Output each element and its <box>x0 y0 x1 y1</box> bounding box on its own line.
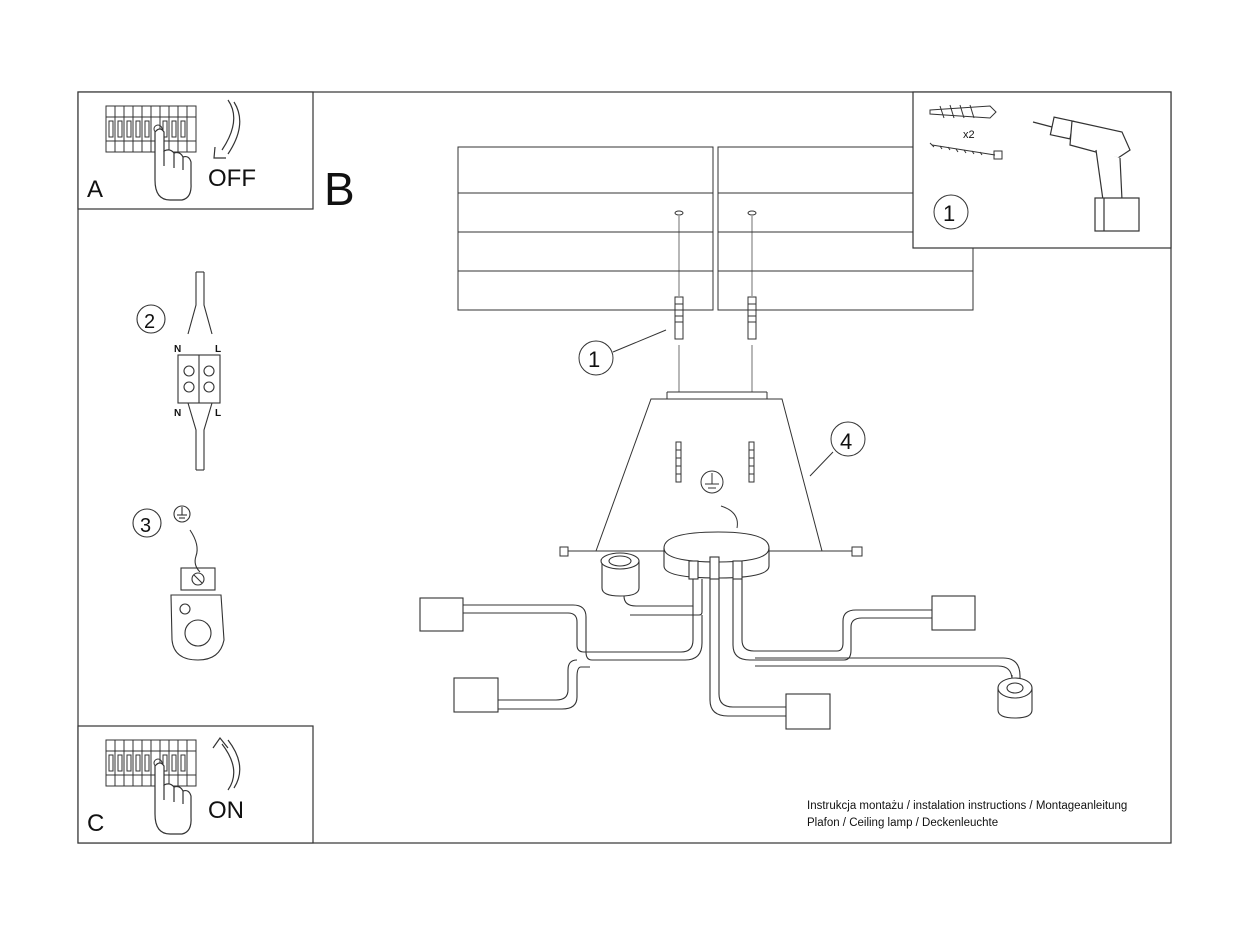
step-1-number-tools: 1 <box>943 201 955 226</box>
ground-symbol-icon <box>700 470 738 529</box>
step-4-number: 4 <box>840 429 852 454</box>
footer-line-1: Instrukcja montażu / instalation instruc… <box>807 800 1127 812</box>
step-1-number-anchors: 1 <box>588 347 600 372</box>
footer-line-2: Plafon / Ceiling lamp / Deckenleuchte <box>807 817 998 829</box>
wall-plug-icon <box>674 296 757 392</box>
hand-icon <box>154 128 192 201</box>
side-screw-icon <box>559 546 863 557</box>
ceiling-panels <box>457 146 974 311</box>
step-3-number: 3 <box>140 515 151 537</box>
step-2-number: 2 <box>144 311 155 333</box>
drill-icon <box>1032 116 1140 232</box>
lamp-holder <box>785 693 831 730</box>
hand-icon <box>154 762 192 835</box>
live-label-bottom: L <box>215 408 221 419</box>
lamp-holder <box>419 597 464 632</box>
panel-a: A OFF <box>77 91 314 210</box>
lamp-holder <box>931 595 976 631</box>
panel-c-letter: C <box>87 810 104 837</box>
breaker-box-icon <box>105 105 197 153</box>
canopy-assembly <box>559 391 866 557</box>
panel-c: C ON <box>77 725 314 844</box>
quantity-label: x2 <box>963 129 975 141</box>
neutral-label-bottom: N <box>174 408 181 419</box>
screw-icon <box>929 142 1003 160</box>
arrow-up-icon <box>212 736 241 791</box>
breaker-box-icon <box>105 739 197 787</box>
tools-box: x2 1 <box>912 91 1172 249</box>
live-label-top: L <box>215 344 221 355</box>
lamp-socket-icon <box>600 552 640 597</box>
panel-a-letter: A <box>87 176 103 203</box>
panel-a-action: OFF <box>208 165 256 192</box>
panel-b-letter: B <box>324 163 355 215</box>
screw-icon <box>675 441 755 483</box>
arrow-down-icon <box>213 99 241 159</box>
neutral-label-top: N <box>174 344 181 355</box>
panel-c-action: ON <box>208 797 244 824</box>
wire-connection-diagram <box>136 271 221 471</box>
wall-plug-icon <box>929 104 997 119</box>
lamp-body <box>419 531 1033 730</box>
lamp-socket-icon <box>997 677 1033 719</box>
ground-connection-diagram <box>132 505 225 661</box>
ground-symbol-icon <box>173 505 191 523</box>
lamp-holder <box>453 677 499 713</box>
outer-frame <box>77 91 1172 844</box>
